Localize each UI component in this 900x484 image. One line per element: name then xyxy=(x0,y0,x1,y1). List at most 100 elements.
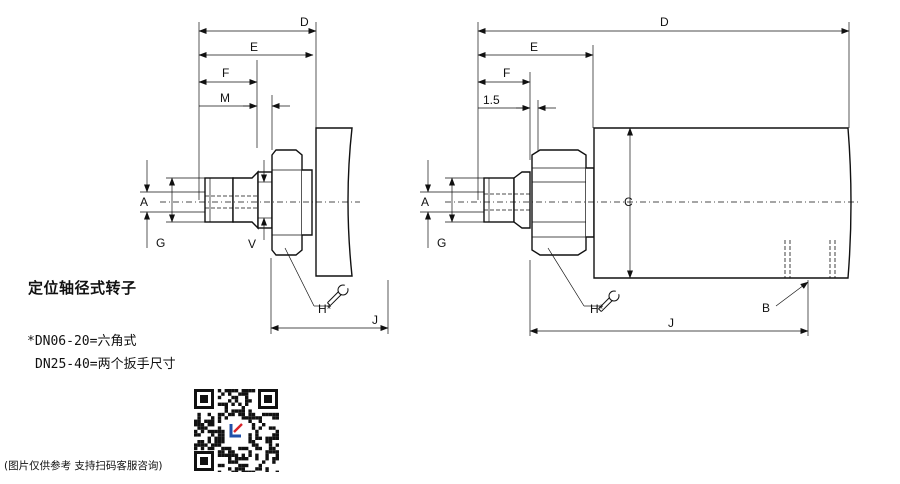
qr-module xyxy=(204,443,208,447)
qr-module xyxy=(234,399,239,403)
qr-module xyxy=(272,416,276,420)
qr-module xyxy=(241,457,245,461)
qr-module xyxy=(207,429,211,434)
qr-module xyxy=(272,460,276,464)
qr-module xyxy=(251,426,256,430)
qr-module xyxy=(224,446,228,451)
qr-module xyxy=(221,453,225,457)
qr-module xyxy=(238,467,242,471)
qr-module xyxy=(248,412,252,417)
qr-module xyxy=(228,412,232,417)
qr-module xyxy=(238,392,242,396)
qr-module xyxy=(207,436,211,440)
qr-module xyxy=(211,443,215,447)
qr-module xyxy=(245,389,249,393)
qr-module xyxy=(255,436,259,440)
qr-module xyxy=(217,429,222,434)
qr-module xyxy=(245,463,249,468)
qr-module xyxy=(204,426,208,430)
qr-module xyxy=(217,402,222,406)
qr-module xyxy=(200,443,205,447)
qr-module xyxy=(268,446,273,451)
qr-module xyxy=(265,440,269,444)
qr-module xyxy=(204,419,208,423)
qr-module xyxy=(217,436,222,440)
dim-label-b: B xyxy=(762,301,770,315)
qr-module xyxy=(228,460,232,464)
dim-label-d: D xyxy=(300,15,309,29)
qr-module xyxy=(241,412,245,417)
qr-module xyxy=(268,412,273,417)
wrench-icon xyxy=(327,283,350,306)
qr-module xyxy=(255,416,259,420)
dim-label-h-right: H* xyxy=(590,302,604,316)
qr-module xyxy=(248,419,252,423)
qr-module xyxy=(268,443,273,447)
dim-label-v: V xyxy=(248,237,256,251)
qr-module xyxy=(241,409,245,413)
qr-module xyxy=(228,392,232,396)
qr-module xyxy=(231,450,235,454)
qr-module xyxy=(248,453,252,457)
qr-module xyxy=(217,440,222,444)
qr-module xyxy=(241,392,245,396)
qr-module xyxy=(275,450,279,454)
qr-module xyxy=(221,412,225,417)
qr-module xyxy=(231,453,235,457)
qr-module xyxy=(197,416,201,420)
qr-module xyxy=(238,457,242,461)
qr-module xyxy=(221,429,225,434)
qr-module xyxy=(234,389,239,393)
qr-module xyxy=(228,467,232,471)
qr-module xyxy=(265,457,269,461)
qr-module xyxy=(255,446,259,451)
qr-module xyxy=(255,429,259,434)
qr-module xyxy=(275,457,279,461)
qr-module xyxy=(265,450,269,454)
qr-module xyxy=(197,419,201,423)
qr-module xyxy=(194,433,198,437)
qr-module xyxy=(224,453,228,457)
qr-module xyxy=(194,423,198,427)
qr-module xyxy=(228,457,232,461)
qr-module xyxy=(258,463,262,468)
dim-label-f-right: F xyxy=(503,66,510,80)
qr-module xyxy=(221,463,225,468)
qr-module xyxy=(234,470,239,472)
qr-module xyxy=(251,443,256,447)
qr-module xyxy=(221,392,225,396)
qr-module xyxy=(197,423,201,427)
brand-logo xyxy=(226,420,246,440)
qr-module xyxy=(197,440,201,444)
right-view: D E F 1.5 C xyxy=(420,15,860,336)
qr-module xyxy=(272,450,276,454)
qr-module xyxy=(200,440,205,444)
qr-module xyxy=(221,440,225,444)
hex-nut-right xyxy=(531,149,587,256)
qr-module xyxy=(200,426,205,430)
qr-module xyxy=(238,409,242,413)
qr-module xyxy=(275,433,279,437)
dim-label-j-right: J xyxy=(668,316,674,330)
qr-module xyxy=(255,443,259,447)
qr-module xyxy=(221,433,225,437)
qr-module xyxy=(217,426,222,430)
dim-label-c: C xyxy=(624,195,633,209)
qr-module xyxy=(194,419,198,423)
qr-module xyxy=(272,433,276,437)
dim-label-e-right: E xyxy=(530,40,538,54)
qr-module xyxy=(207,440,211,444)
qr-module xyxy=(248,450,252,454)
qr-module xyxy=(245,399,249,403)
qr-module xyxy=(211,423,215,427)
qr-module xyxy=(248,440,252,444)
caption-note-hex: *DN06-20=六角式 xyxy=(27,334,137,349)
qr-module xyxy=(248,470,252,472)
rotor-cylinder xyxy=(593,127,852,279)
qr-code-icon[interactable] xyxy=(193,388,279,472)
qr-module xyxy=(234,460,239,464)
qr-module xyxy=(255,433,259,437)
qr-module xyxy=(217,453,222,457)
wrench-icon xyxy=(598,289,621,312)
qr-module xyxy=(265,467,269,471)
